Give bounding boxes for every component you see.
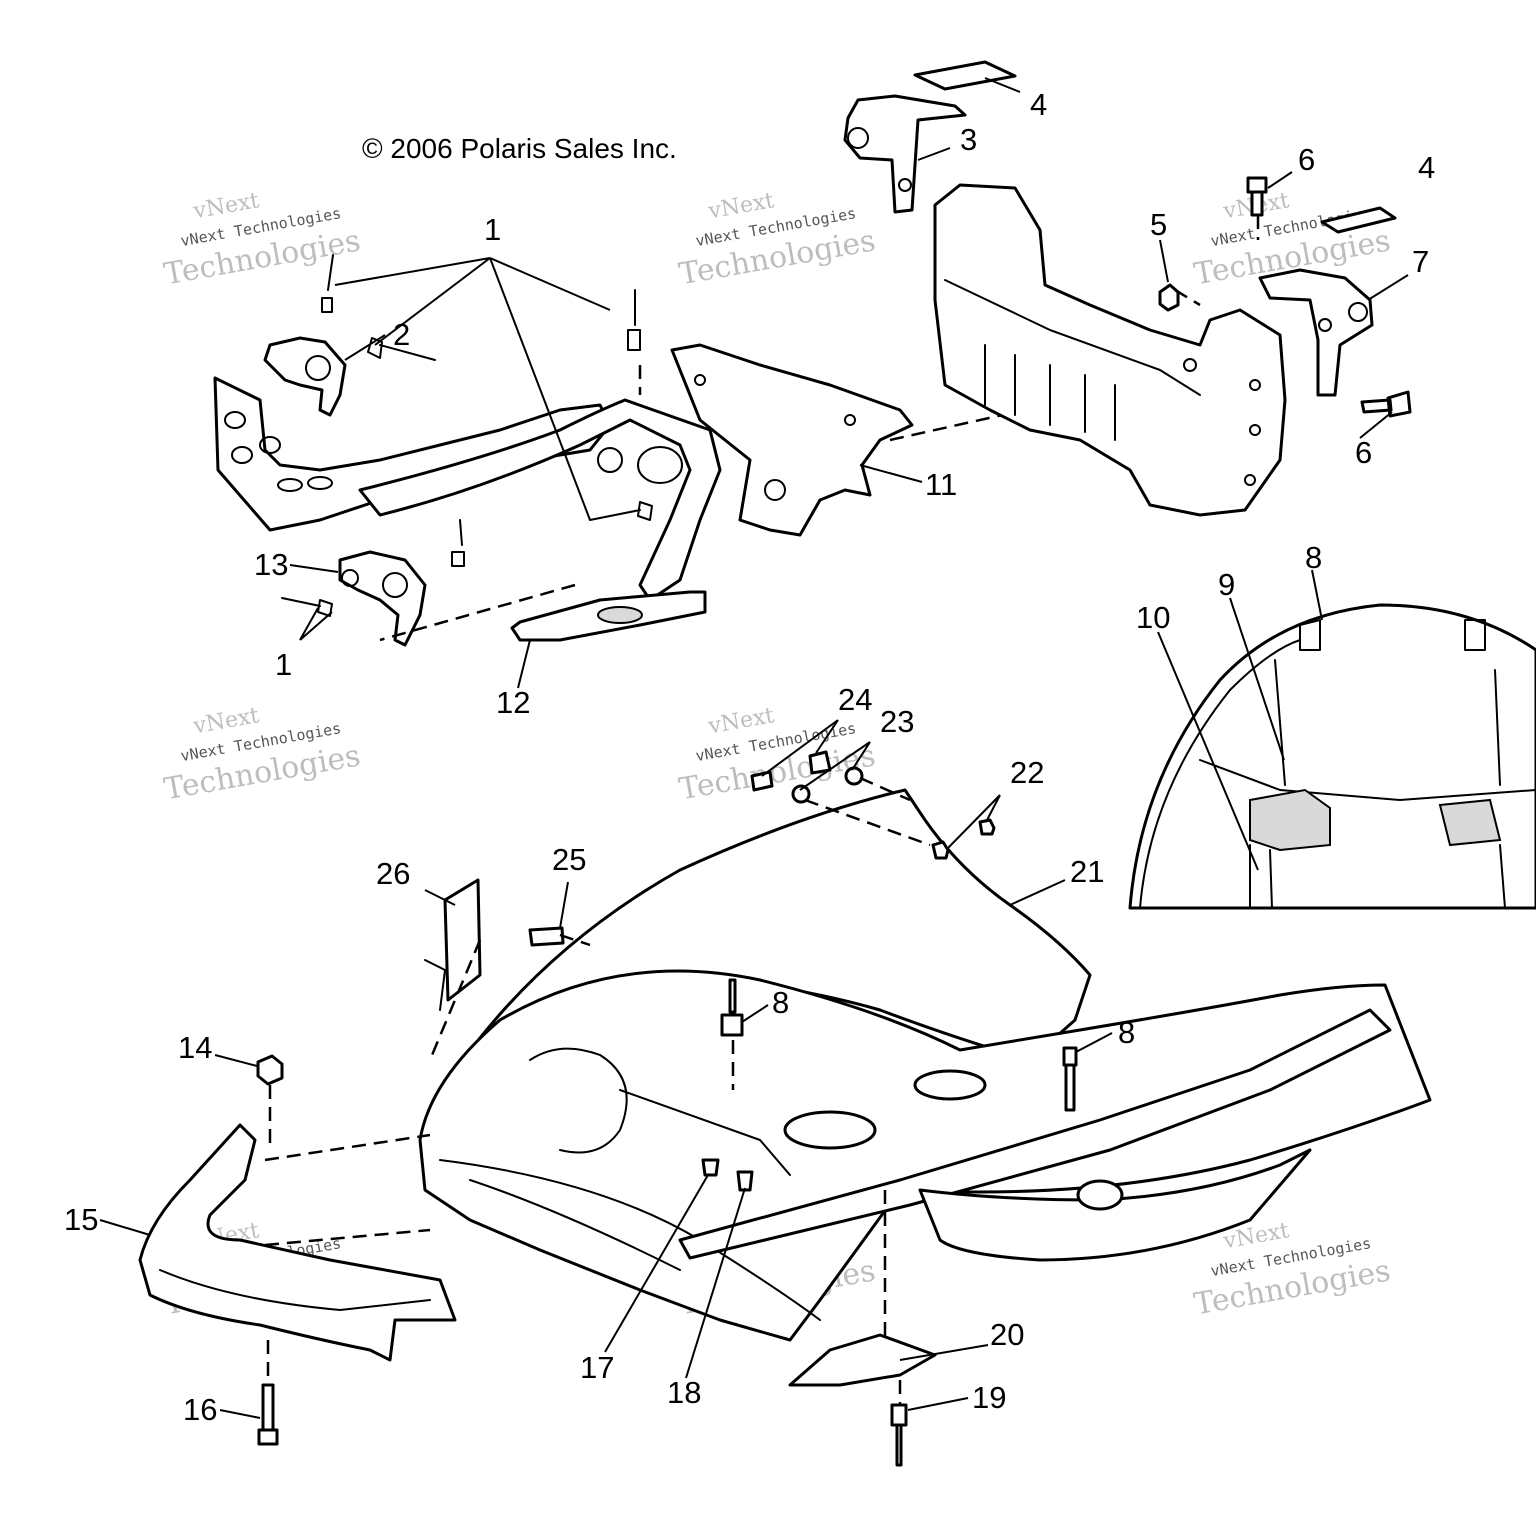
hood-inner-mount — [1249, 788, 1331, 852]
decal-part-4-right — [1320, 206, 1397, 234]
assembly-line — [264, 1228, 431, 1247]
nut-part-14 — [256, 1054, 284, 1086]
crossbar-part-11 — [670, 343, 914, 537]
watermark-2: vNext vNext Technologies Technologies — [676, 188, 878, 292]
callout-11: 11 — [925, 467, 957, 502]
callout-13: 13 — [254, 547, 288, 582]
callout-3: 3 — [960, 122, 977, 157]
screw-part-24-b — [808, 750, 832, 775]
cover-plate-part-20 — [788, 1333, 937, 1387]
callout-14: 14 — [178, 1030, 212, 1065]
assembly-line — [264, 1133, 431, 1162]
callout-18: 18 — [667, 1375, 701, 1410]
washer-part-23-a — [791, 784, 811, 804]
callout-8-left: 8 — [772, 985, 789, 1020]
screw-part-24-a — [750, 770, 774, 792]
bracket-part-2 — [263, 336, 347, 417]
washer-part-23-b — [844, 766, 864, 786]
nut-part-5 — [1158, 283, 1180, 312]
callout-1-top: 1 — [484, 212, 501, 247]
callout-9: 9 — [1218, 567, 1235, 602]
fastener-part-8-b — [1062, 1046, 1078, 1112]
copyright-text: © 2006 Polaris Sales Inc. — [362, 133, 677, 164]
callout-26: 26 — [376, 856, 410, 891]
frame-tube — [358, 398, 722, 602]
watermark-4: vNext vNext Technologies Technologies — [161, 703, 363, 807]
bracket-part-3 — [843, 94, 967, 214]
bolt-part-6-bottom — [1360, 390, 1412, 418]
callout-15: 15 — [64, 1202, 98, 1237]
watermark-3: vNext vNext Technologies Technologies — [1191, 188, 1393, 292]
assembly-line — [1174, 288, 1201, 307]
callout-4-top: 4 — [1030, 87, 1047, 122]
callout-12: 12 — [496, 685, 530, 720]
callout-7: 7 — [1412, 244, 1429, 279]
bolt-part-16 — [257, 1383, 279, 1446]
callout-19: 19 — [972, 1380, 1006, 1415]
headlight-cup-right — [913, 1069, 987, 1101]
leader-lines — [99, 77, 1409, 1419]
headlight-cup-left — [783, 1110, 877, 1150]
callout-17: 17 — [580, 1350, 614, 1385]
hood-inner-view — [1128, 603, 1536, 910]
nut-part-22-a — [931, 840, 950, 860]
callout-1-bottom: 1 — [275, 647, 292, 682]
assembly-line — [379, 583, 576, 642]
callout-20: 20 — [990, 1317, 1024, 1352]
callout-6-top: 6 — [1298, 142, 1315, 177]
callout-23: 23 — [880, 704, 914, 739]
nose-pan-body — [418, 969, 1432, 1342]
hood-assembly — [138, 750, 1432, 1467]
fastener-part-18 — [736, 1170, 754, 1192]
callout-2: 2 — [393, 317, 410, 352]
assembly-line — [859, 776, 911, 802]
callout-10: 10 — [1136, 600, 1170, 635]
callout-5: 5 — [1150, 207, 1167, 242]
side-rail — [678, 1008, 1392, 1260]
fastener-part-25 — [528, 926, 565, 947]
callout-24: 24 — [838, 682, 872, 717]
callout-16: 16 — [183, 1392, 217, 1427]
rivet-part-19 — [890, 1403, 908, 1467]
decal-part-26 — [443, 878, 482, 1002]
callout-8-right: 8 — [1118, 1015, 1135, 1050]
bracket-part-7 — [1258, 268, 1374, 397]
bulkhead-assembly — [843, 60, 1412, 517]
callout-4-right: 4 — [1418, 150, 1435, 185]
callout-22: 22 — [1010, 755, 1044, 790]
watermark-1: vNext vNext Technologies Technologies — [161, 188, 363, 292]
assembly-line — [559, 933, 591, 947]
bolt-part-6-top — [1246, 176, 1268, 217]
bracket-part-13 — [338, 550, 427, 647]
bracket-hole — [305, 355, 331, 381]
callout-8-hood: 8 — [1305, 540, 1322, 575]
bulkhead-body — [933, 183, 1287, 517]
fastener-part-8-a — [720, 978, 744, 1037]
decal-part-4-top — [913, 60, 1017, 91]
callout-25: 25 — [552, 842, 586, 877]
bumper-part-15 — [138, 1123, 457, 1362]
callout-numbers: 1 2 3 4 4 5 6 6 7 8 9 10 11 12 13 1 14 1… — [64, 87, 1435, 1427]
callout-21: 21 — [1070, 854, 1104, 889]
nut-part-22-b — [978, 818, 996, 836]
rivets-part-1 — [281, 254, 653, 617]
callout-6-bottom: 6 — [1355, 435, 1372, 470]
fastener-part-17 — [701, 1158, 720, 1177]
assembly-line — [804, 798, 931, 847]
front-frame-assembly — [213, 254, 914, 647]
vent-hole — [1076, 1179, 1124, 1211]
